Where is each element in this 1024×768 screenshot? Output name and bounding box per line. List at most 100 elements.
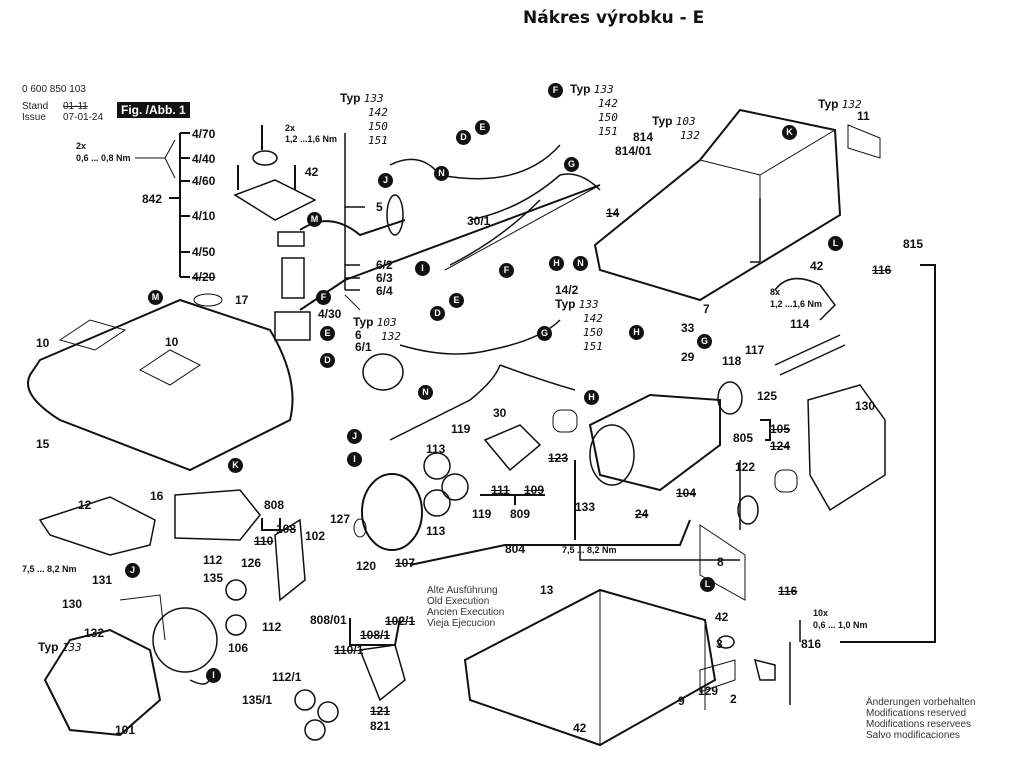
marker-f: F <box>499 263 514 278</box>
marker-n: N <box>434 166 449 181</box>
marker-h: H <box>549 256 564 271</box>
part-133: 133 <box>575 500 596 514</box>
marker-n: N <box>573 256 588 271</box>
part-129: 129 <box>698 684 719 698</box>
part-808-01: 808/01 <box>310 613 347 627</box>
part-42: 42 <box>573 721 587 735</box>
marker-d: D <box>456 130 471 145</box>
part-132: 132 <box>84 626 105 640</box>
part-2: 2 <box>730 692 737 706</box>
marker-g: G <box>697 334 712 349</box>
part-101: 101 <box>115 723 136 737</box>
part-117: 117 <box>745 343 765 357</box>
part-109: 109 <box>524 483 545 497</box>
housing-814-shape <box>593 108 842 302</box>
field-106-shape <box>152 607 218 673</box>
part-110: 110 <box>254 534 274 548</box>
part-130: 130 <box>62 597 83 611</box>
marker-k: K <box>228 458 243 473</box>
label-17-shape <box>193 293 223 307</box>
part-12: 12 <box>78 498 92 512</box>
marker-j: J <box>125 563 140 578</box>
connector-shape <box>274 311 311 341</box>
typ-block-b: Typ 133 142 150 151 <box>570 82 618 138</box>
part-119: 119 <box>472 507 492 521</box>
marker-h: H <box>584 390 599 405</box>
part-118: 118 <box>722 354 742 368</box>
planet-carrier-shape <box>483 424 542 472</box>
part-4-30: 4/30 <box>318 307 342 321</box>
part-24: 24 <box>635 507 649 521</box>
part-7: 7 <box>703 302 710 316</box>
part-15: 15 <box>36 437 50 451</box>
leader-torque-1 <box>135 139 176 179</box>
part-821: 821 <box>370 719 391 733</box>
housing-edges <box>699 129 836 260</box>
gear-housing-133-shape <box>588 393 721 492</box>
page-title: Nákres výrobku - E <box>523 8 705 28</box>
torque-count-6: 10x <box>813 608 829 618</box>
part-number: 0 600 850 103 <box>22 84 86 95</box>
torque-value-3: 1,2 ...1,6 Nm <box>770 299 823 309</box>
marker-i: I <box>206 668 221 683</box>
part-804: 804 <box>505 542 526 556</box>
part-102-1: 102/1 <box>385 614 416 628</box>
switch-plate-shape <box>233 179 317 221</box>
bracket-809 <box>480 494 545 505</box>
bracket-804 <box>409 519 691 566</box>
part-107: 107 <box>395 556 416 570</box>
part-17: 17 <box>235 293 249 307</box>
part-809: 809 <box>510 507 531 521</box>
part-105: 105 <box>770 422 791 436</box>
part-14: 14 <box>606 206 620 220</box>
torque-count-3: 8x <box>770 287 781 297</box>
label-10a-shape <box>58 319 127 351</box>
part-106: 106 <box>228 641 249 655</box>
armature-5-shape <box>299 219 406 237</box>
shaft-114-shape <box>774 334 846 376</box>
part-30: 30 <box>493 406 507 420</box>
part-135: 135 <box>203 571 224 585</box>
torque-count-1: 2x <box>76 141 87 151</box>
marker-g: G <box>537 326 552 341</box>
part-814-01: 814/01 <box>615 144 652 158</box>
carrier-108-shape <box>274 518 306 602</box>
part-123: 123 <box>548 451 569 465</box>
part-42: 42 <box>715 610 729 624</box>
part-10: 10 <box>36 336 50 350</box>
part-4-60: 4/60 <box>192 174 216 188</box>
marker-k: K <box>782 125 797 140</box>
brush-holder-6-shape <box>362 353 404 391</box>
part-127: 127 <box>330 512 351 526</box>
part-114: 114 <box>790 317 810 331</box>
brush-plate-105-shape <box>807 384 886 512</box>
label-11-shape <box>847 124 881 159</box>
part-113: 113 <box>426 442 446 456</box>
marker-d: D <box>320 353 335 368</box>
figure-label: Fig. /Abb. 1 <box>117 102 190 118</box>
part-842: 842 <box>142 192 163 206</box>
typ-block-a: Typ 133 142 150 151 <box>340 91 388 147</box>
torque-value-2: 1,2 ...1,6 Nm <box>285 134 338 144</box>
part-9: 9 <box>678 694 685 708</box>
marker-f: F <box>316 290 331 305</box>
old-execution-note: Alte Ausführung Old Execution Ancien Exe… <box>427 585 505 629</box>
label-9-shape <box>699 659 736 693</box>
part-116: 116 <box>778 584 798 598</box>
marker-l: L <box>828 236 843 251</box>
part-16: 16 <box>150 489 164 503</box>
part-126: 126 <box>241 556 262 570</box>
bracket-805 <box>760 419 771 441</box>
screw-shapes <box>237 125 296 190</box>
part-130: 130 <box>855 399 876 413</box>
bracket-815-816 <box>840 264 936 643</box>
part-29: 29 <box>681 350 695 364</box>
bracket-808 <box>261 518 281 531</box>
typ-block-g: Typ 133 <box>38 640 82 654</box>
bracket-842 <box>169 132 190 278</box>
part-33: 33 <box>681 321 695 335</box>
part-808: 808 <box>264 498 285 512</box>
motor-101-shape <box>43 628 162 737</box>
part-4-40: 4/40 <box>192 152 216 166</box>
